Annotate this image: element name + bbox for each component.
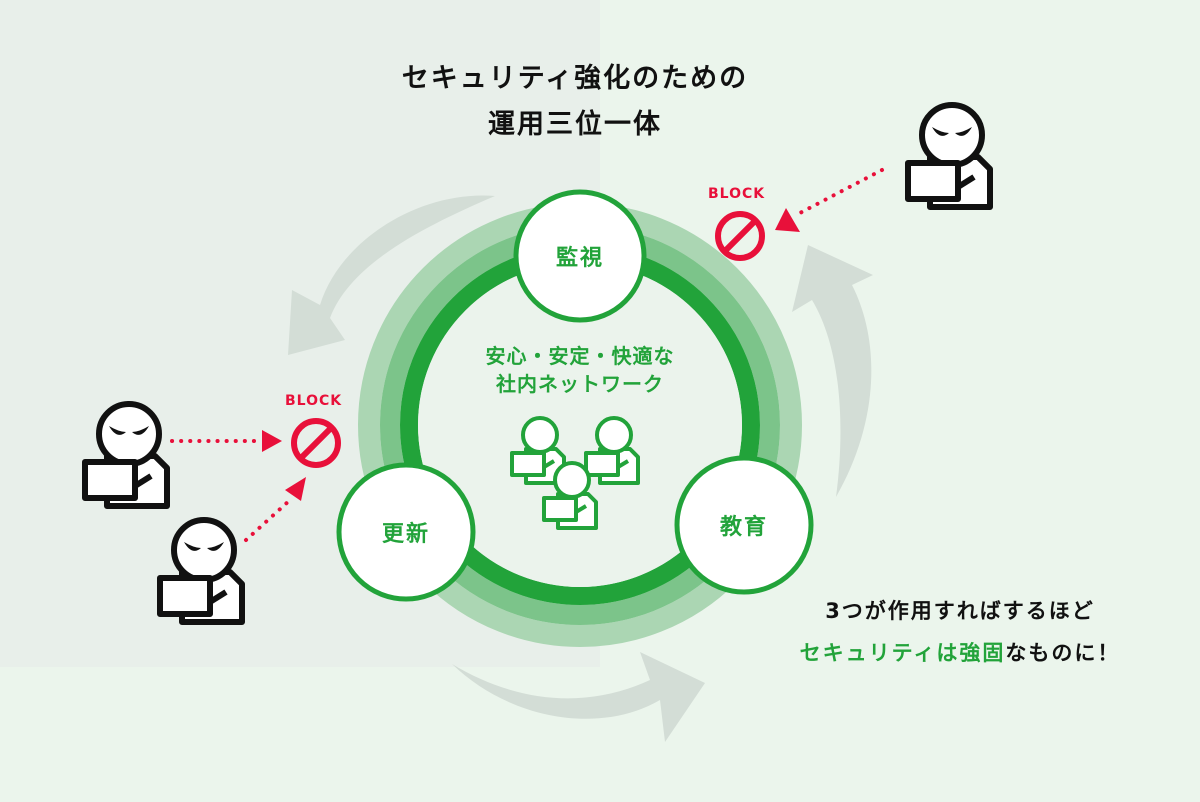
inner-core: [418, 263, 742, 587]
cycle-arrow-right: [792, 245, 873, 497]
arrowhead-bottom: [285, 477, 306, 501]
node-education-label: 教育: [719, 515, 768, 540]
node-update-label: 更新: [381, 522, 430, 547]
hacker-icon-top-right: [908, 105, 990, 207]
node-education-circle: [674, 455, 814, 595]
block-label-left: BLOCK: [285, 393, 343, 409]
prohibited-icon-left: [294, 421, 338, 465]
hacker-icon-bottom-left: [160, 520, 242, 622]
center-line-1: 安心・安定・快適な: [485, 344, 675, 368]
attack-line-top: [798, 168, 884, 215]
block-label-top: BLOCK: [708, 186, 766, 202]
title-line-2: 運用三位一体: [488, 109, 662, 140]
conclusion-line-2: セキュリティは強固なものに！: [760, 632, 1160, 674]
diagram-title: セキュリティ強化のための 運用三位一体: [350, 56, 800, 148]
prohibited-icon-top: [718, 214, 762, 258]
conclusion-rest: なものに！: [1005, 641, 1121, 665]
title-line-1: セキュリティ強化のための: [401, 63, 749, 94]
conclusion-line-1: 3つが作用すればするほど: [825, 599, 1095, 623]
arrowhead-top: [775, 208, 800, 232]
cycle-arrow-top-left: [288, 195, 495, 355]
center-line-2: 社内ネットワーク: [496, 372, 664, 396]
cycle-arrow-bottom: [452, 652, 705, 742]
arrowhead-left: [262, 430, 282, 452]
node-monitoring-circle: [513, 189, 647, 323]
conclusion-highlight: セキュリティは強固: [799, 641, 1006, 665]
node-update-circle: [336, 462, 476, 602]
hacker-icon-left: [85, 404, 167, 506]
conclusion-text: 3つが作用すればするほど セキュリティは強固なものに！: [760, 590, 1160, 674]
center-label: 安心・安定・快適な 社内ネットワーク: [440, 342, 720, 398]
node-monitoring-label: 監視: [555, 246, 604, 271]
attack-line-bottom: [244, 498, 292, 542]
